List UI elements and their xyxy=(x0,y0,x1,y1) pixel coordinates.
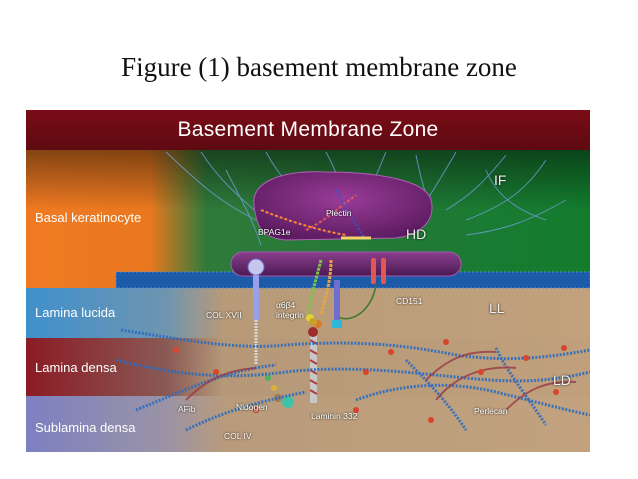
col-xvii-strand xyxy=(247,258,265,365)
label-afib: AFib xyxy=(178,404,196,414)
label-plectin: Plectin xyxy=(326,208,352,218)
cell-membrane xyxy=(116,272,590,288)
label-nidogen: Nidogen xyxy=(236,402,268,412)
inner-plaque xyxy=(230,251,462,277)
plectin-vertical xyxy=(332,280,342,328)
layer-label-lamina-lucida: Lamina lucida xyxy=(35,305,116,320)
label-cd151: CD151 xyxy=(396,296,423,306)
layer-label-sublamina-densa: Sublamina densa xyxy=(35,420,136,435)
collagen-network xyxy=(115,328,590,432)
label-col-xvii: COL XVII xyxy=(206,310,242,320)
label-perlecan: Perlecan xyxy=(474,406,508,416)
basement-membrane-figure: Basement Membrane Zone Basal keratinocyt… xyxy=(26,110,590,452)
region-label-ll: LL xyxy=(489,300,505,316)
region-label-hd: HD xyxy=(406,226,427,242)
hemidesmosome-plaque xyxy=(253,171,433,241)
diagram-banner: Basement Membrane Zone xyxy=(26,110,590,150)
label-laminin-332: Laminin 332 xyxy=(311,411,358,421)
region-label-if: IF xyxy=(494,172,507,188)
label-integrin-line2: integrin xyxy=(276,310,304,320)
slide-title: Figure (1) basement membrane zone xyxy=(121,52,517,82)
layer-label-lamina-densa: Lamina densa xyxy=(35,360,117,375)
laminin-332-strand xyxy=(308,318,318,403)
label-integrin-line1: α6β4 xyxy=(276,300,296,310)
label-bpag1e: BPAG1e xyxy=(258,227,291,237)
label-col-iv: COL IV xyxy=(224,431,252,441)
anchoring-fibrils xyxy=(185,350,577,411)
sublamina-densa-band xyxy=(26,396,590,452)
diagram-artwork xyxy=(26,150,590,452)
matrix-dots xyxy=(173,339,567,423)
layer-label-basal-keratinocyte: Basal keratinocyte xyxy=(35,210,142,225)
plectin-chain xyxy=(260,189,371,241)
region-label-ld: LD xyxy=(553,372,571,388)
